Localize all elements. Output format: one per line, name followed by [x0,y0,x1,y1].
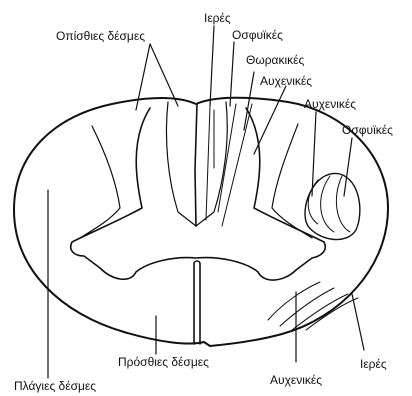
lateral-tract-oval [305,173,360,239]
lateral-tract-layer-1 [308,180,318,224]
label-lumbar-top: Οσφυϊκές [232,28,283,42]
ventral-tract-hatch-3 [292,294,348,330]
label-lateral-columns: Πλάγιες δέσμες [14,379,96,393]
label-cervical-top2: Αυχενικές [304,97,356,111]
lateral-tract-layer-3 [336,176,350,232]
anterior-median-fissure [194,261,200,344]
leader-cervical-top1 [254,86,286,154]
label-sacral-bottom: Ιερές [360,357,387,371]
lamination-line-4 [222,104,252,226]
label-lumbar-right: Οσφυϊκές [342,123,393,137]
ventral-tract-hatch-2 [280,288,334,326]
fasciculus-gracilis-boundary-right [196,102,227,226]
fasciculus-gracilis-boundary-left [166,102,196,226]
leader-lumbar-top [230,42,234,106]
leader-lumbar-right [344,138,352,196]
posterior-median-septum [195,104,197,226]
label-thoracic: Θωρακικές [246,53,304,67]
label-sacral-top: Ιερές [204,11,231,25]
label-cervical-bottom: Αυχενικές [270,373,322,387]
leader-sacral-bottom [352,294,364,350]
lamination-line-1 [206,106,210,220]
gray-matter-butterfly [71,108,326,280]
label-anterior-columns: Πρόσθιες δέσμες [118,355,209,369]
leader-posterior-columns [136,44,178,110]
label-posterior-columns: Οπίσθιες δέσμες [56,29,145,43]
leader-sacral-top [210,26,214,106]
label-cervical-top1: Αυχενικές [260,74,312,88]
lateral-tract-layer-2 [321,176,334,232]
